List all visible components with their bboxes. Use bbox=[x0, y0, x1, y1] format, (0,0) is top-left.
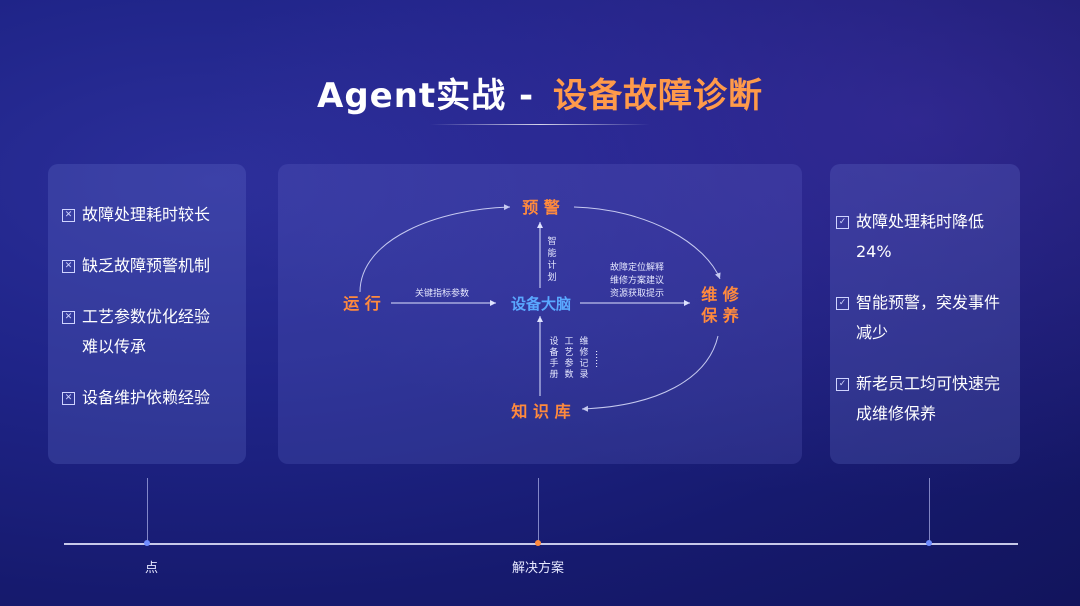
svg-text:记: 记 bbox=[579, 358, 588, 369]
svg-text:智: 智 bbox=[547, 235, 556, 247]
edge-label-key-params: 关键指标参数 bbox=[415, 287, 469, 299]
node-run: 运 行 bbox=[343, 294, 381, 313]
pain-points-panel bbox=[48, 164, 246, 464]
checkbox-check-icon: ✓ bbox=[836, 378, 849, 391]
list-item-text: 工艺参数优化经验 bbox=[82, 307, 211, 326]
edge-label-repair-plan: 维修方案建议 bbox=[610, 274, 664, 286]
list-item: ✕ 故障处理耗时较长 bbox=[62, 200, 244, 230]
checkbox-x-icon: ✕ bbox=[62, 392, 75, 405]
timeline-connector-left bbox=[147, 478, 148, 544]
svg-text:手: 手 bbox=[549, 357, 558, 369]
checkbox-x-icon: ✕ bbox=[62, 209, 75, 222]
checkbox-check-icon: ✓ bbox=[836, 297, 849, 310]
timeline-label-left: 点 bbox=[145, 561, 159, 576]
vertical-label-ellipsis: …… bbox=[593, 350, 603, 368]
node-knowledge-base: 知 识 库 bbox=[511, 402, 570, 421]
checkbox-check-icon: ✓ bbox=[836, 216, 849, 229]
node-maint-line-1: 维 修 bbox=[701, 285, 740, 304]
svg-text:维: 维 bbox=[579, 335, 588, 347]
svg-text:修: 修 bbox=[579, 346, 588, 358]
results-panel bbox=[830, 164, 1020, 464]
arc-run-to-warning bbox=[359, 204, 511, 293]
results-list: ✓ 故障处理耗时降低 24% ✓ 智能预警，突发事件 减少 ✓ 新老员工均可快速… bbox=[836, 207, 1018, 450]
page-title: Agent实战 - 设备故障诊断 bbox=[0, 68, 1080, 117]
node-brain: 设备大脑 bbox=[511, 295, 571, 313]
svg-text:数: 数 bbox=[564, 368, 573, 380]
list-item-text-line-2: 难以传承 bbox=[82, 337, 147, 356]
timeline-dot-right bbox=[926, 540, 932, 546]
checkbox-x-icon: ✕ bbox=[62, 260, 75, 273]
timeline-dot-center bbox=[535, 540, 541, 546]
list-item-text-line-2: 成维修保养 bbox=[856, 404, 937, 423]
arc-warning-to-maint bbox=[573, 206, 721, 280]
list-item-text: 设备维护依赖经验 bbox=[82, 388, 211, 407]
solution-flow-diagram: 预 警 运 行 设备大脑 维 修 保 养 知 识 库 关键指标参数 故障定位解释… bbox=[343, 198, 740, 421]
list-item: ✓ 新老员工均可快速完 成维修保养 bbox=[836, 369, 1018, 429]
vertical-label-equipment-manual: 设 备 手 册 bbox=[549, 336, 558, 380]
node-warning: 预 警 bbox=[522, 198, 560, 217]
timeline-label-center: 解决方案 bbox=[512, 561, 565, 576]
list-item: ✕ 缺乏故障预警机制 bbox=[62, 251, 244, 281]
svg-text:工: 工 bbox=[564, 337, 573, 347]
title-underline bbox=[430, 124, 650, 125]
edge-label-resource-hint: 资源获取提示 bbox=[610, 288, 664, 299]
svg-text:录: 录 bbox=[579, 369, 588, 380]
checkbox-x-icon: ✕ bbox=[62, 311, 75, 324]
timeline bbox=[64, 543, 1018, 545]
list-item-text: 缺乏故障预警机制 bbox=[82, 256, 211, 275]
list-item-text-line-2: 减少 bbox=[856, 323, 889, 342]
list-item-text: 新老员工均可快速完 bbox=[856, 374, 1001, 393]
list-item-text: 故障处理耗时降低 bbox=[856, 212, 985, 231]
edge-label-fault-location: 故障定位解释 bbox=[610, 261, 664, 273]
title-part-1: Agent实战 - bbox=[317, 76, 547, 116]
pain-points-list: ✕ 故障处理耗时较长 ✕ 缺乏故障预警机制 ✕ 工艺参数优化经验 难以传承 ✕ … bbox=[62, 200, 244, 434]
timeline-dot-left bbox=[144, 540, 150, 546]
node-maint-line-2: 保 养 bbox=[700, 306, 740, 325]
list-item: ✓ 故障处理耗时降低 24% bbox=[836, 207, 1018, 267]
vertical-label-repair-records: 维 修 记 录 bbox=[579, 335, 588, 380]
vertical-label-process-params: 工 艺 参 数 bbox=[564, 337, 573, 380]
svg-text:能: 能 bbox=[547, 247, 556, 259]
svg-text:参: 参 bbox=[564, 357, 573, 369]
timeline-connector-center bbox=[538, 478, 539, 544]
list-item-text: 故障处理耗时较长 bbox=[82, 205, 211, 224]
list-item: ✓ 智能预警，突发事件 减少 bbox=[836, 288, 1018, 348]
title-part-2: 设备故障诊断 bbox=[552, 76, 763, 116]
svg-text:艺: 艺 bbox=[564, 347, 573, 358]
svg-text:计: 计 bbox=[547, 259, 556, 271]
list-item-text: 智能预警，突发事件 bbox=[856, 293, 1001, 312]
list-item-text-line-2: 24% bbox=[856, 242, 892, 261]
list-item: ✕ 工艺参数优化经验 难以传承 bbox=[62, 302, 244, 362]
arc-maint-to-kb bbox=[581, 335, 719, 412]
svg-text:册: 册 bbox=[549, 369, 558, 380]
solution-diagram-panel bbox=[278, 164, 802, 464]
list-item: ✕ 设备维护依赖经验 bbox=[62, 383, 244, 413]
svg-text:备: 备 bbox=[549, 346, 558, 358]
vertical-label-smart-plan: 智 能 计 划 bbox=[547, 235, 556, 283]
timeline-connector-right bbox=[929, 478, 930, 544]
svg-text:设: 设 bbox=[549, 336, 558, 347]
svg-text:划: 划 bbox=[547, 271, 556, 283]
